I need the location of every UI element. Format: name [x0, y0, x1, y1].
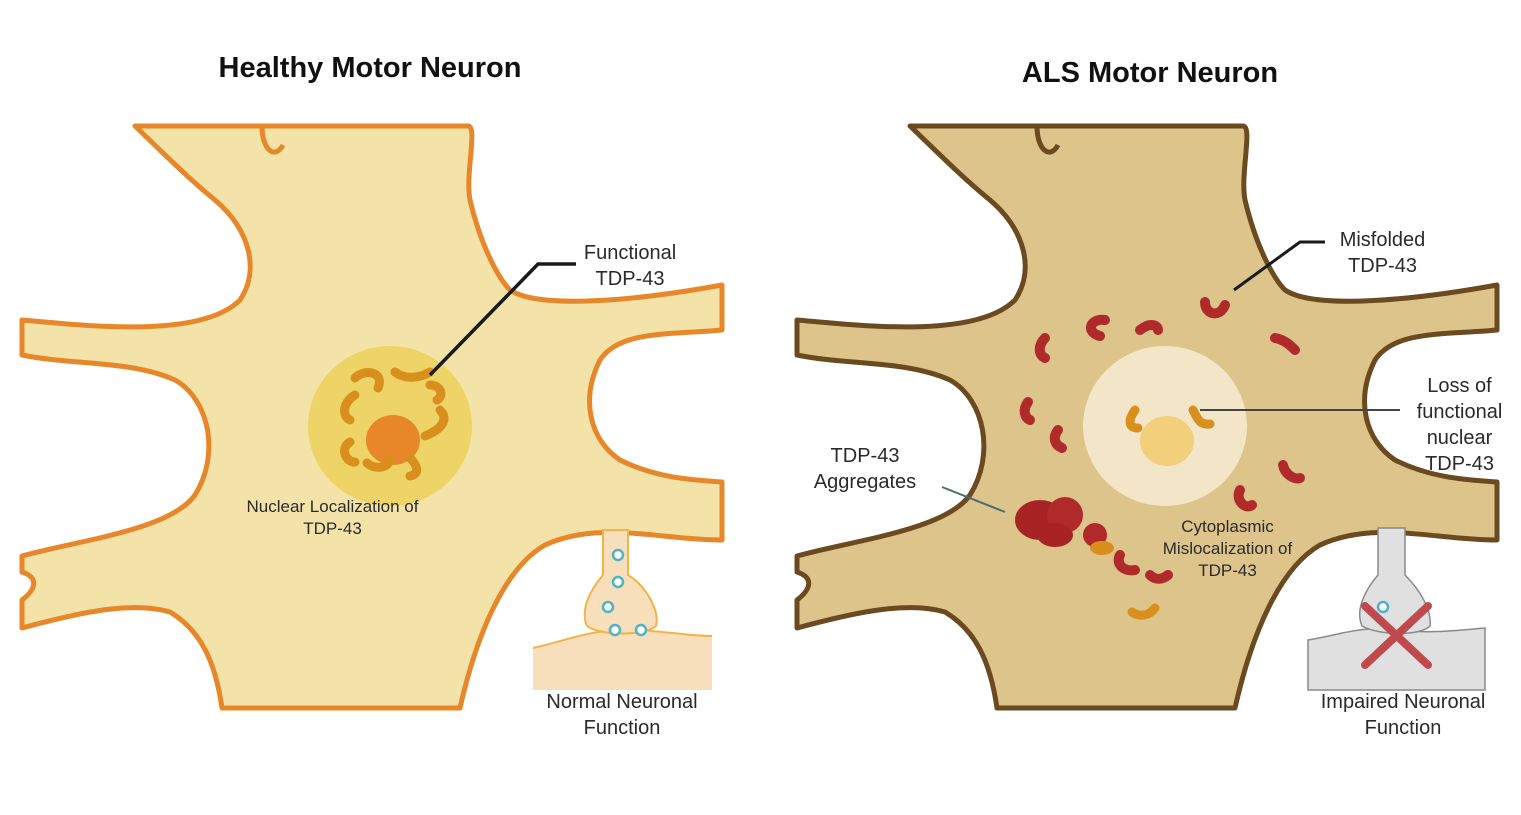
protein — [350, 368, 384, 393]
impaired-function-label: Impaired Neuronal Function — [1320, 691, 1486, 739]
aggregates-leader-line — [941, 486, 1006, 513]
vesicle — [634, 623, 648, 637]
functional-tdp43-leader-line — [428, 262, 576, 377]
protein — [362, 455, 395, 472]
protein — [1049, 425, 1067, 453]
als-nucleolus — [1140, 416, 1194, 466]
orange-protein — [1127, 603, 1160, 620]
healthy-neuron — [19, 123, 725, 711]
protein — [1135, 320, 1163, 335]
protein — [420, 405, 449, 441]
tdp43-aggregate-cluster — [1015, 497, 1114, 555]
aggregate — [1083, 523, 1107, 547]
vesicle — [601, 600, 615, 614]
normal-function-label: Normal Neuronal Function — [546, 691, 698, 739]
functional-tdp43-label: Functional TDP-43 — [583, 242, 677, 290]
healthy-nucleolus — [366, 415, 420, 465]
als-cell-notch — [1034, 125, 1061, 155]
aggregate — [1037, 523, 1073, 547]
cross-mark-icon — [1361, 602, 1432, 669]
protein — [1019, 397, 1035, 425]
misfolded-tdp43-proteins — [1019, 297, 1305, 584]
cytoplasmic-mislocalization-label: Cytoplasmic Mislocalization of TDP-43 — [1162, 517, 1293, 580]
protein — [1188, 405, 1215, 429]
protein — [1145, 570, 1173, 584]
vesicle — [611, 575, 625, 589]
normal-synapse — [532, 529, 713, 690]
vesicle — [1376, 600, 1390, 614]
protein — [340, 390, 360, 425]
functional-tdp43-proteins — [340, 367, 449, 481]
vesicle — [608, 623, 622, 637]
protein — [1270, 333, 1300, 355]
protein — [1200, 297, 1230, 319]
als-neuron — [794, 123, 1500, 711]
impaired-synapse — [1307, 527, 1486, 691]
protein — [1125, 405, 1143, 433]
loss-of-function-label: Loss of functional nuclear TDP-43 — [1416, 375, 1503, 475]
protein — [1233, 485, 1257, 512]
misfolded-tdp43-label: Misfolded TDP-43 — [1339, 229, 1426, 277]
vesicle — [611, 548, 625, 562]
protein — [1278, 460, 1305, 484]
remaining-nuclear-tdp43 — [1125, 405, 1215, 433]
protein — [390, 367, 435, 382]
protein — [340, 437, 360, 467]
nuclear-localization-label: Nuclear Localization of TDP-43 — [246, 497, 419, 538]
protein — [405, 453, 422, 481]
protein — [425, 380, 446, 405]
healthy-panel-title: Healthy Motor Neuron — [218, 52, 522, 84]
protein — [1086, 314, 1110, 341]
protein — [1113, 550, 1140, 576]
misfolded-leader-line — [1233, 240, 1325, 292]
protein — [1034, 333, 1050, 363]
aggregate — [1090, 541, 1114, 555]
healthy-cell-notch — [259, 125, 286, 155]
tdp43-aggregates-label: TDP-43 Aggregates — [813, 445, 917, 493]
als-panel-title: ALS Motor Neuron — [1021, 57, 1279, 89]
